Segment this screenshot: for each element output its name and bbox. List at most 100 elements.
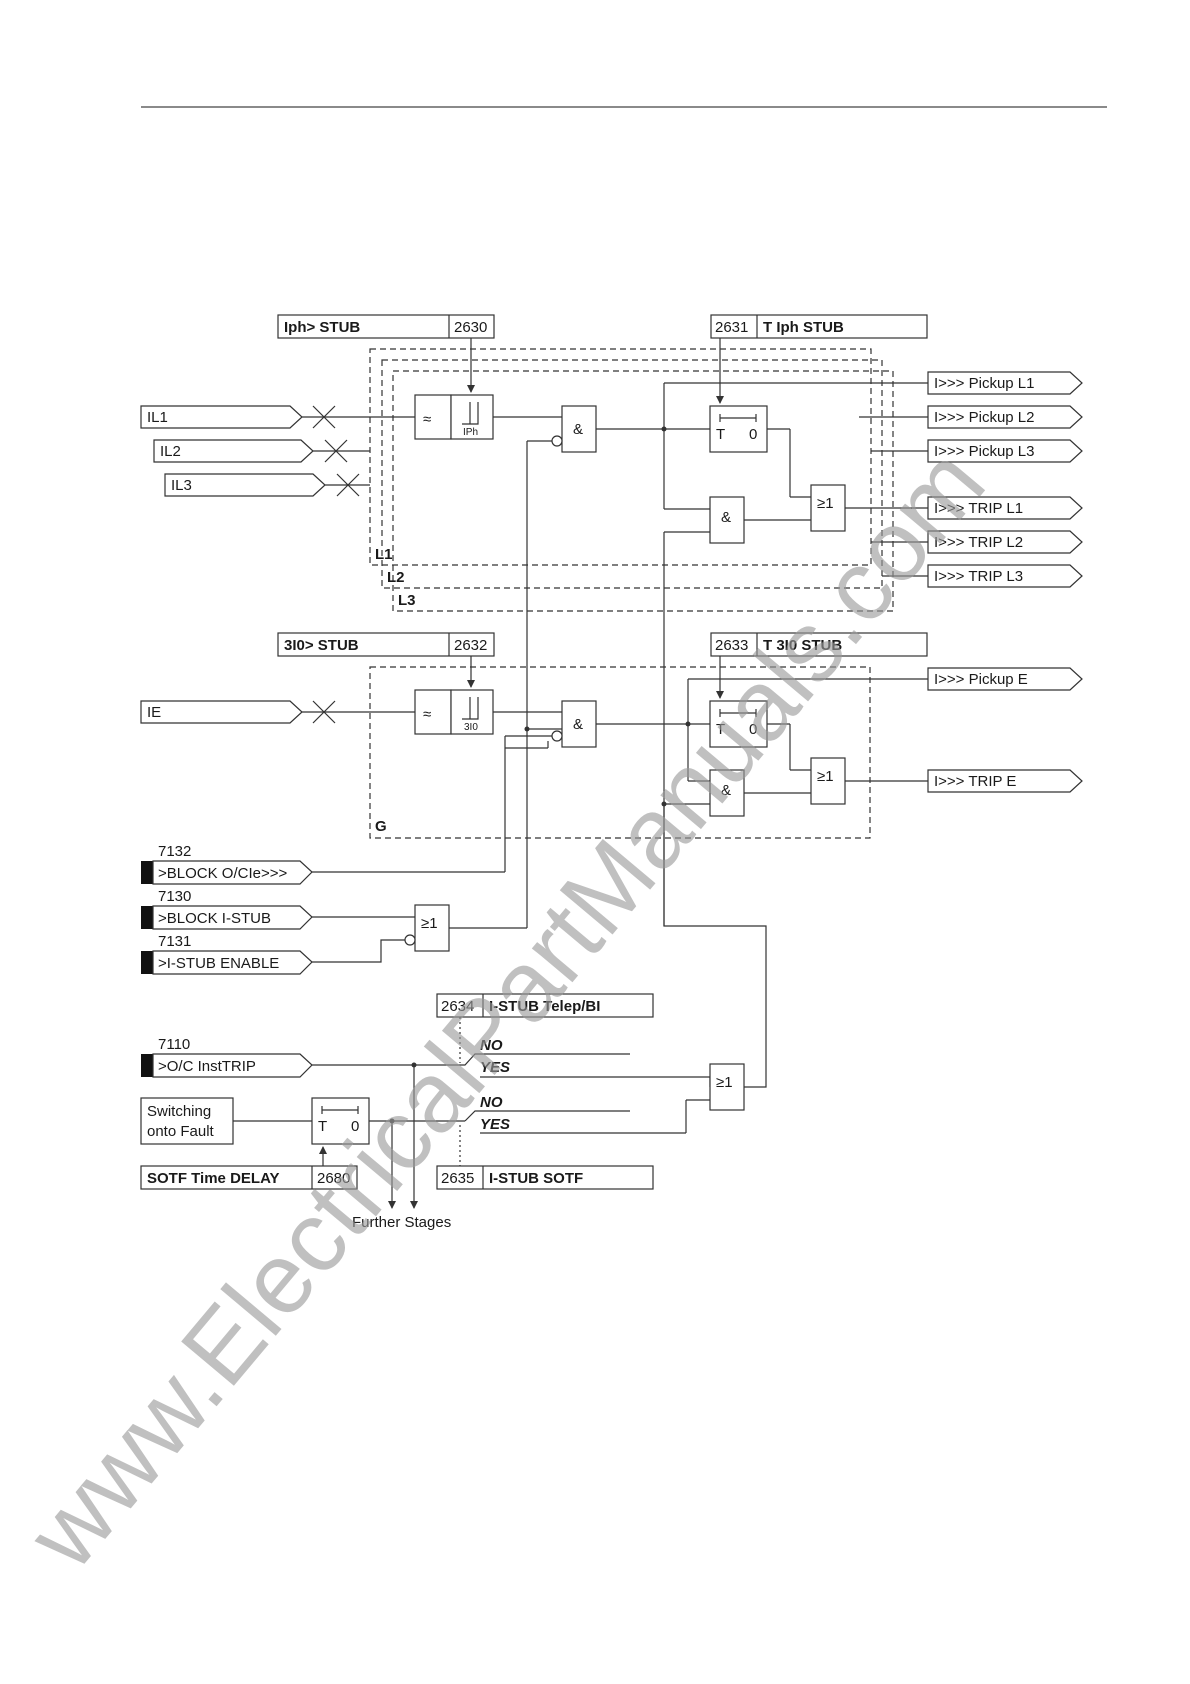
svg-text:I>>> TRIP L3: I>>> TRIP L3	[934, 568, 1023, 585]
svg-text:Iph> STUB: Iph> STUB	[284, 319, 360, 336]
timer-earth: T 0	[709, 700, 768, 748]
svg-text:&: &	[573, 716, 583, 733]
param-sotf: 2635 I-STUB SOTF	[436, 1165, 654, 1190]
svg-text:>O/C InstTRIP: >O/C InstTRIP	[158, 1058, 256, 1075]
param-iph-stub: Iph> STUB 2630	[277, 314, 495, 339]
svg-text:2634: 2634	[441, 998, 474, 1015]
svg-text:>BLOCK O/CIe>>>: >BLOCK O/CIe>>>	[158, 865, 287, 882]
timer-phase: T 0	[709, 405, 768, 453]
output-pickup-e: I>>> Pickup E	[927, 667, 1083, 691]
svg-text:0: 0	[749, 721, 757, 738]
zone-l1-label: L1	[375, 546, 393, 563]
svg-text:>I-STUB ENABLE: >I-STUB ENABLE	[158, 955, 279, 972]
svg-text:I>>> TRIP L1: I>>> TRIP L1	[934, 500, 1023, 517]
output-pickup-l3: I>>> Pickup L3	[927, 439, 1083, 463]
filter-block-phase: ≈	[414, 394, 452, 440]
param-t-iph-stub: 2631 T Iph STUB	[710, 314, 928, 339]
svg-text:2632: 2632	[454, 637, 487, 654]
switch-telep-yes: YES	[480, 1059, 510, 1076]
svg-text:≈: ≈	[423, 706, 431, 723]
output-pickup-l1: I>>> Pickup L1	[927, 371, 1083, 395]
or-gate-earth: ≥1	[810, 757, 846, 805]
svg-text:&: &	[721, 782, 731, 799]
svg-text:0: 0	[749, 426, 757, 443]
svg-text:onto Fault: onto Fault	[147, 1123, 215, 1140]
svg-text:T: T	[716, 721, 725, 738]
output-trip-l3: I>>> TRIP L3	[927, 564, 1083, 588]
svg-text:IL2: IL2	[160, 443, 181, 460]
svg-text:≥1: ≥1	[421, 915, 438, 932]
zone-l2-frame	[381, 359, 883, 589]
svg-text:T Iph STUB: T Iph STUB	[763, 319, 844, 336]
switch-sotf-yes: YES	[480, 1116, 510, 1133]
svg-text:≥1: ≥1	[817, 768, 834, 785]
binary-input-block-oc: 7132 >BLOCK O/CIe>>>	[141, 843, 313, 885]
svg-text:3I0: 3I0	[464, 722, 478, 733]
switch-sotf-no: NO	[480, 1094, 503, 1111]
svg-text:3I0> STUB: 3I0> STUB	[284, 637, 359, 654]
svg-text:2680: 2680	[317, 1170, 350, 1187]
svg-text:I>>> Pickup L2: I>>> Pickup L2	[934, 409, 1035, 426]
and-gate-phase-2: &	[709, 496, 745, 544]
zone-l3-label: L3	[398, 592, 416, 609]
zone-g-frame	[369, 666, 871, 839]
svg-text:IE: IE	[147, 704, 161, 721]
svg-text:7110: 7110	[158, 1036, 190, 1053]
svg-text:T: T	[318, 1118, 327, 1135]
svg-text:I>>> TRIP L2: I>>> TRIP L2	[934, 534, 1023, 551]
timer-sotf: T 0	[311, 1097, 370, 1145]
svg-text:7132: 7132	[158, 843, 191, 860]
input-il1: IL1	[140, 405, 303, 429]
negation-earth-block	[551, 730, 563, 742]
svg-text:2635: 2635	[441, 1170, 474, 1187]
svg-text:2630: 2630	[454, 319, 487, 336]
zone-l1-frame	[369, 348, 872, 566]
and-gate-phase: &	[561, 405, 597, 453]
svg-text:Switching: Switching	[147, 1103, 211, 1120]
svg-text:IL1: IL1	[147, 409, 168, 426]
binary-input-block-stub: 7130 >BLOCK I-STUB	[141, 888, 313, 930]
negation-phase-block	[551, 435, 563, 447]
input-il3: IL3	[164, 473, 326, 497]
svg-text:SOTF Time DELAY: SOTF Time DELAY	[147, 1170, 280, 1187]
zone-g-label: G	[375, 818, 387, 835]
input-ie: IE	[140, 700, 303, 724]
zone-l2-label: L2	[387, 569, 405, 586]
svg-text:&: &	[721, 509, 731, 526]
input-il2: IL2	[153, 439, 314, 463]
svg-text:I-STUB SOTF: I-STUB SOTF	[489, 1170, 583, 1187]
svg-text:I-STUB Telep/BI: I-STUB Telep/BI	[489, 998, 600, 1015]
svg-text:I>>> Pickup L1: I>>> Pickup L1	[934, 375, 1035, 392]
output-trip-l1: I>>> TRIP L1	[927, 496, 1083, 520]
param-t-3i0-stub: 2633 T 3I0 STUB	[710, 632, 928, 657]
threshold-block-iph: IPh	[450, 394, 494, 440]
and-gate-earth: &	[561, 700, 597, 748]
svg-text:I>>> TRIP E: I>>> TRIP E	[934, 773, 1016, 790]
further-stages-label: Further Stages	[352, 1214, 451, 1231]
sotf-source: Switching onto Fault	[140, 1097, 234, 1145]
cross-ie	[312, 700, 336, 724]
binary-input-oc-insttrip: 7110 >O/C InstTRIP	[141, 1036, 313, 1078]
svg-text:T: T	[716, 426, 725, 443]
svg-text:≥1: ≥1	[817, 495, 834, 512]
svg-text:7131: 7131	[158, 933, 191, 950]
svg-text:7130: 7130	[158, 888, 191, 905]
svg-text:T 3I0 STUB: T 3I0 STUB	[763, 637, 842, 654]
switch-telep-no: NO	[480, 1037, 503, 1054]
svg-text:≥1: ≥1	[716, 1074, 733, 1091]
svg-text:≈: ≈	[423, 411, 431, 428]
param-3i0-stub: 3I0> STUB 2632	[277, 632, 495, 657]
svg-text:0: 0	[351, 1118, 359, 1135]
svg-text:&: &	[573, 421, 583, 438]
svg-text:>BLOCK I-STUB: >BLOCK I-STUB	[158, 910, 271, 927]
svg-text:I>>> Pickup L3: I>>> Pickup L3	[934, 443, 1035, 460]
threshold-block-3i0: 3I0	[450, 689, 494, 735]
svg-text:2633: 2633	[715, 637, 748, 654]
zone-l3-frame	[392, 370, 894, 612]
cross-il2	[324, 439, 348, 463]
or-gate-release: ≥1	[709, 1063, 745, 1111]
param-telep: 2634 I-STUB Telep/BI	[436, 993, 654, 1018]
output-trip-l2: I>>> TRIP L2	[927, 530, 1083, 554]
or-gate-phase: ≥1	[810, 484, 846, 532]
